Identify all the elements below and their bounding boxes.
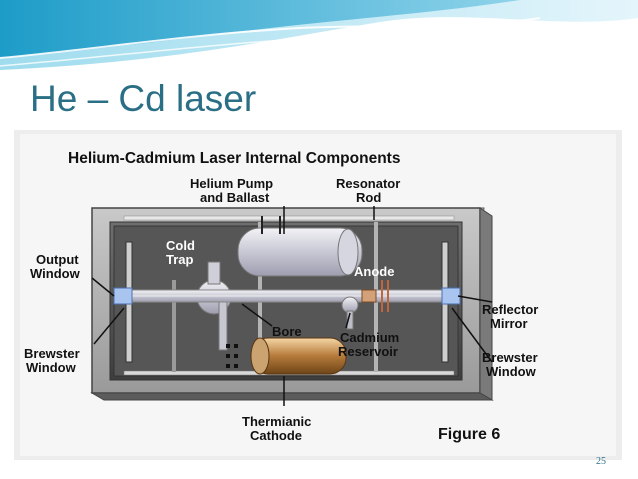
helium-pump-ballast bbox=[237, 216, 363, 277]
header-wave-decoration bbox=[0, 0, 638, 80]
page-number: 25 bbox=[596, 456, 606, 467]
label-brewster-right: Brewster bbox=[482, 350, 538, 365]
slide-title: He – Cd laser bbox=[30, 78, 257, 119]
label-brewster-right-window: Window bbox=[486, 364, 537, 379]
laser-diagram: Helium-Cadmium Laser Internal Components bbox=[14, 130, 622, 460]
label-reflector: Reflector bbox=[482, 302, 538, 317]
leader-lines bbox=[91, 206, 493, 406]
label-bore: Bore bbox=[272, 324, 302, 339]
label-brewster-left-window: Window bbox=[26, 360, 77, 375]
label-output: Output bbox=[36, 252, 79, 267]
label-resonator: Resonator bbox=[336, 176, 400, 191]
label-brewster-left: Brewster bbox=[24, 346, 80, 361]
label-anode: Anode bbox=[354, 264, 394, 279]
label-cadmium-reservoir: Reservoir bbox=[338, 344, 398, 359]
figure-caption: Figure 6 bbox=[438, 426, 500, 443]
label-thermianic: Thermianic bbox=[242, 414, 311, 429]
label-thermianic-cathode: Cathode bbox=[250, 428, 302, 443]
label-resonator-rod: Rod bbox=[356, 190, 381, 205]
label-helium-pump: Helium Pump bbox=[190, 176, 273, 191]
label-cold: Cold bbox=[166, 238, 195, 253]
label-output-window: Window bbox=[30, 266, 81, 281]
label-cadmium: Cadmium bbox=[340, 330, 399, 345]
label-trap: Trap bbox=[166, 252, 194, 267]
anode-assembly bbox=[341, 280, 389, 330]
thermianic-cathode bbox=[226, 337, 347, 375]
label-reflector-mirror: Mirror bbox=[490, 316, 528, 331]
label-helium-ballast: and Ballast bbox=[200, 190, 270, 205]
figure-heading: Helium-Cadmium Laser Internal Components bbox=[68, 150, 400, 167]
bore-tube bbox=[113, 287, 461, 305]
